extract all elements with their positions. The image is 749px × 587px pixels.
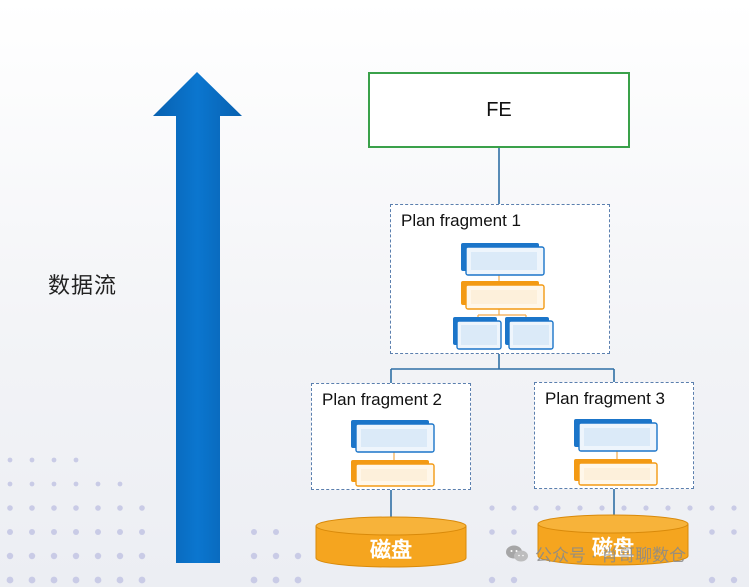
operator-blue — [574, 419, 658, 452]
disk-cylinder-icon — [315, 516, 467, 568]
operator-blue-left — [453, 317, 502, 350]
fragment-2-operator-tree — [351, 420, 435, 487]
disk-1: 磁盘 — [315, 516, 467, 568]
disk-cylinder-icon — [537, 514, 689, 566]
operator-orange — [574, 459, 658, 486]
operator-blue-right — [505, 317, 554, 350]
disk-1-label: 磁盘 — [370, 539, 412, 562]
plan-fragment-3-title: Plan fragment 3 — [545, 389, 666, 408]
fe-node: FE — [368, 72, 630, 148]
plan-fragment-2-title: Plan fragment 2 — [322, 390, 443, 409]
plan-fragment-1-title: Plan fragment 1 — [401, 211, 522, 230]
operator-orange — [351, 460, 435, 487]
watermark: 公众号 · 肖哥聊数仓 — [505, 541, 686, 566]
operator-blue-top — [461, 243, 545, 276]
operator-orange-mid — [461, 281, 545, 310]
disk-2-label: 磁盘 — [592, 537, 634, 560]
data-flow-arrow — [153, 72, 242, 563]
plan-fragment-1: Plan fragment 1 — [390, 204, 610, 354]
disk-2: 磁盘 — [537, 514, 689, 566]
fe-label: FE — [486, 98, 512, 121]
operator-blue — [351, 420, 435, 453]
wechat-icon — [506, 545, 528, 561]
plan-fragment-2: Plan fragment 2 — [311, 383, 471, 490]
data-flow-label: 数据流 — [48, 273, 118, 298]
fragment-3-operator-tree — [574, 419, 658, 486]
fragment-1-operator-tree — [453, 243, 554, 350]
watermark-text: 公众号 · 肖哥聊数仓 — [535, 546, 687, 565]
decorative-dots — [6, 457, 738, 584]
plan-fragment-3: Plan fragment 3 — [534, 382, 694, 489]
